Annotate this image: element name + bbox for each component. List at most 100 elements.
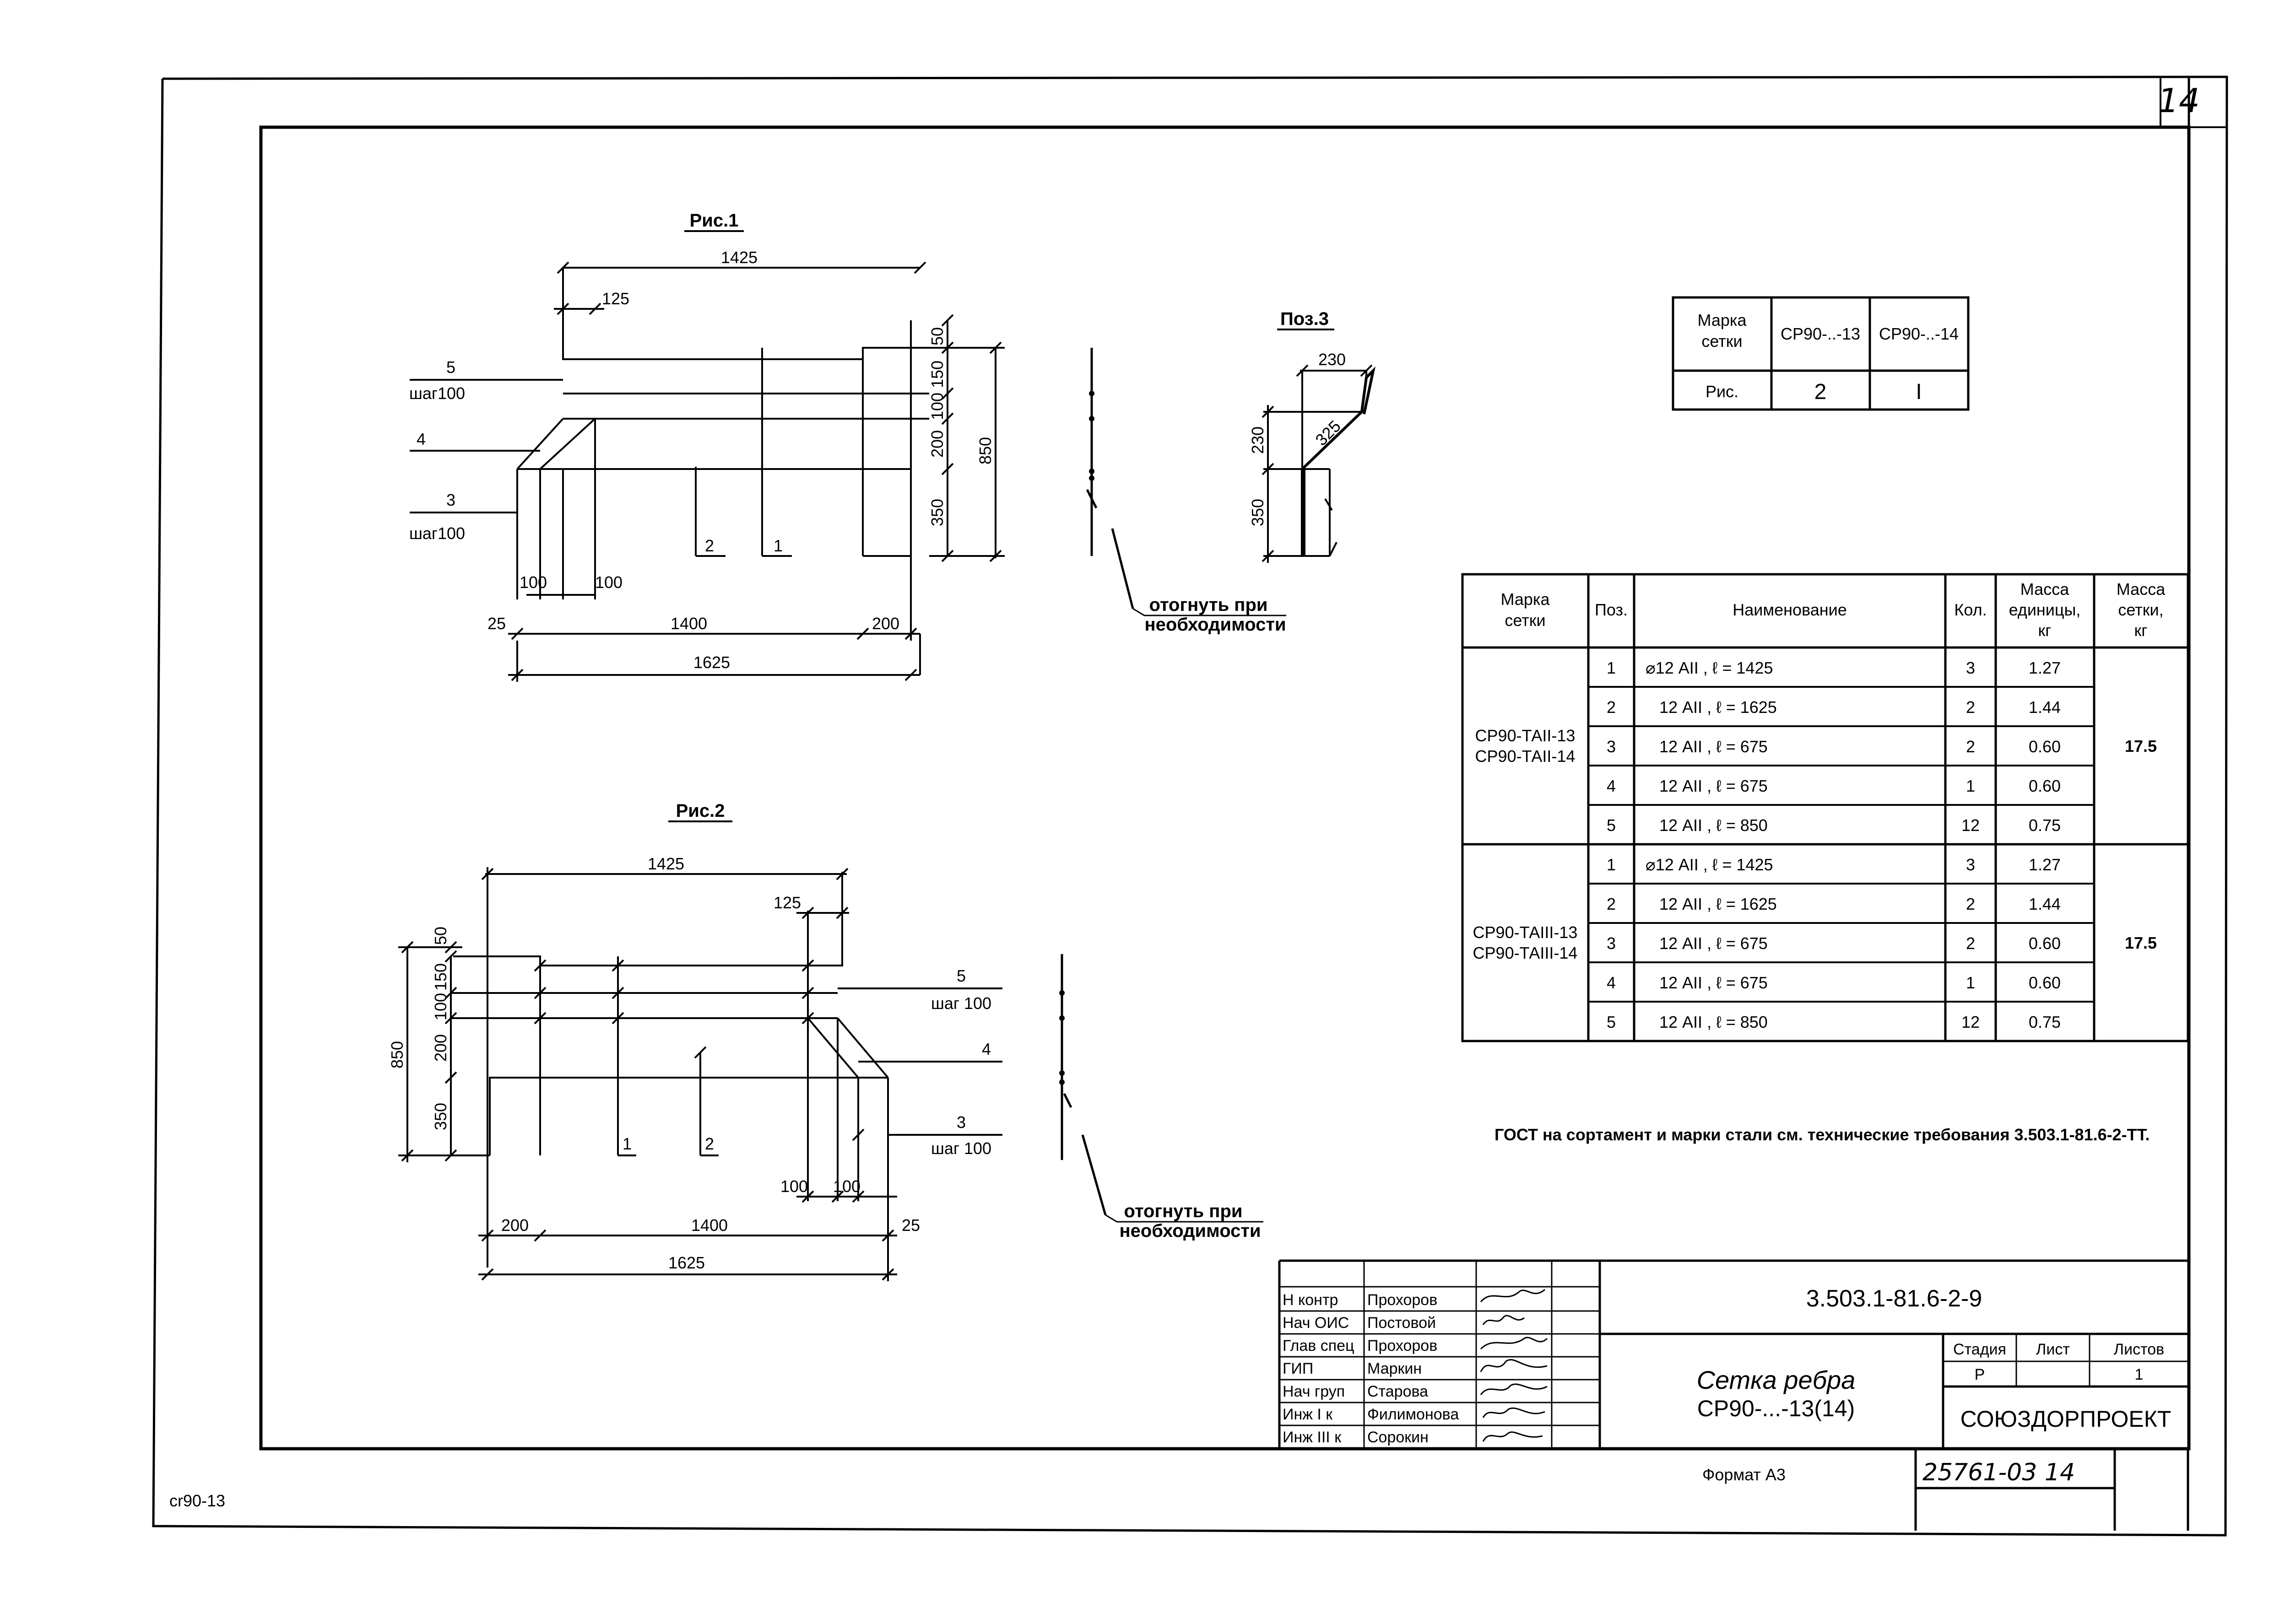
spec-g0-r2-qty: 2 (1966, 737, 1975, 756)
fig1-dim-200b: 200 (872, 614, 899, 633)
fig2-dim-100v: 100 (431, 993, 450, 1020)
tb-name-0: Прохоров (1367, 1291, 1437, 1309)
spec-g1-r1-pos: 2 (1607, 895, 1616, 913)
tb-role-2: Глав спец (1283, 1337, 1354, 1354)
fig2-dim-200b: 200 (501, 1216, 529, 1235)
fig1-dim-1400: 1400 (671, 614, 707, 633)
tb-title-l1: Сетка ребра (1697, 1365, 1856, 1394)
spec-g1-r1-name: 12 АII , ℓ = 1625 (1659, 895, 1777, 913)
tb-name-2: Прохоров (1367, 1337, 1437, 1354)
mark-table-val-14: I (1916, 380, 1922, 404)
tb-sheets-header: Листов (2114, 1341, 2164, 1358)
fig1-dim-1425: 1425 (721, 248, 758, 267)
position-3-detail: Поз.3 (1248, 309, 1376, 563)
gost-note: ГОСТ на сортамент и марки стали см. техн… (1494, 1125, 2150, 1144)
spec-g0-r2-mass: 0.60 (2029, 737, 2061, 756)
spec-g0-r0-qty: 3 (1966, 658, 1975, 677)
fig2-callout-5: 5 (957, 966, 966, 985)
fig1-dim-850: 850 (976, 437, 995, 464)
pos3-dim-230h: 230 (1318, 350, 1346, 369)
spec-g0-r4-mass: 0.75 (2029, 816, 2061, 835)
fig1-step-3: шаг100 (409, 524, 465, 543)
fig1-dim-100v: 100 (928, 393, 947, 420)
fig1-title: Рис.1 (690, 210, 739, 231)
spec-h-unit-l2: единицы, (2009, 600, 2081, 619)
spec-h-mark-l2: сетки (1505, 611, 1545, 630)
mark-table-header-l1: Марка (1698, 311, 1747, 329)
spec-g1-r4-name: 12 АII , ℓ = 850 (1659, 1013, 1768, 1031)
fig2-dim-1400: 1400 (691, 1216, 728, 1235)
fig2-dim-125: 125 (774, 893, 801, 912)
spec-g0-mark-l2: СР90-ТАII-14 (1475, 747, 1576, 766)
fig2-step-5: шаг 100 (931, 994, 991, 1013)
spec-g0-r3-mass: 0.60 (2029, 777, 2061, 795)
spec-g1-r2-mass: 0.60 (2029, 934, 2061, 953)
spec-g0-r3-pos: 4 (1607, 777, 1616, 795)
spec-g1-r3-mass: 0.60 (2029, 973, 2061, 992)
spec-g0-r2-name: 12 АII , ℓ = 675 (1659, 737, 1768, 756)
spec-g0-r0-mass: 1.27 (2029, 658, 2061, 677)
tb-stage-header: Стадия (1953, 1341, 2006, 1358)
spec-h-mark-l1: Марка (1501, 590, 1550, 609)
fig1-dim-1625: 1625 (693, 653, 730, 672)
spec-g1-mark-l1: СР90-ТАIII-13 (1473, 923, 1578, 942)
fig2-title: Рис.2 (676, 801, 725, 821)
spec-table: Марка сетки Поз. Наименование Кол. Масса… (1461, 573, 2189, 1042)
fig2-dim-150: 150 (431, 963, 450, 991)
tb-name-1: Постовой (1367, 1314, 1436, 1332)
tb-role-5: Инж I к (1283, 1406, 1333, 1423)
fig1-dim-350: 350 (928, 499, 947, 526)
tb-name-6: Сорокин (1367, 1429, 1429, 1446)
fig2-dim-350: 350 (431, 1103, 450, 1130)
fig1-callout-2: 2 (705, 536, 714, 555)
fig1-callout-5: 5 (446, 358, 455, 377)
spec-g0-r0-name: ⌀12 АII , ℓ = 1425 (1646, 658, 1773, 677)
spec-g0-r1-pos: 2 (1607, 698, 1616, 717)
spec-g0-total: 17.5 (2125, 737, 2157, 755)
spec-h-total-l2: сетки, (2118, 600, 2163, 619)
fig2-callout-4: 4 (982, 1040, 991, 1058)
spec-g0-r4-pos: 5 (1607, 816, 1616, 835)
tb-role-3: ГИП (1283, 1360, 1313, 1377)
fig2-dim-25: 25 (902, 1216, 920, 1235)
fig1-callout-4: 4 (417, 430, 426, 448)
corner-sheet-number: 14 (2158, 81, 2200, 120)
mark-table-val-13: 2 (1814, 380, 1827, 404)
spec-g1-r4-mass: 0.75 (2029, 1013, 2061, 1031)
spec-g0-r3-name: 12 АII , ℓ = 675 (1659, 777, 1768, 795)
spec-g0-r3-qty: 1 (1966, 777, 1975, 795)
tb-doc-code: 3.503.1-81.6-2-9 (1806, 1285, 1982, 1312)
figure-2: Рис.2 (388, 801, 1002, 1281)
spec-h-qty: Кол. (1954, 600, 1987, 619)
spec-g1-r3-pos: 4 (1607, 973, 1616, 992)
figure-1: Рис.1 (409, 210, 1005, 682)
spec-h-name: Наименование (1733, 600, 1847, 619)
spec-g1-r0-mass: 1.27 (2029, 855, 2061, 874)
spec-h-total-l3: кг (2134, 621, 2148, 640)
tb-stage-value: Р (1975, 1366, 1985, 1383)
fig2-dim-850: 850 (388, 1041, 406, 1068)
fig2-step-3: шаг 100 (931, 1139, 991, 1158)
spec-g0-r0-pos: 1 (1607, 658, 1616, 677)
spec-g0-r4-qty: 12 (1961, 816, 1980, 835)
spec-g0-r4-name: 12 АII , ℓ = 850 (1659, 816, 1768, 835)
tb-name-5: Филимонова (1367, 1406, 1459, 1423)
tb-inventory-number: 25761-03 14 (1922, 1459, 2075, 1486)
side1-note-l1: отогнуть при (1149, 595, 1268, 615)
fig1-dim-100b: 100 (595, 573, 623, 592)
spec-g0-r1-mass: 1.44 (2029, 698, 2061, 717)
side-view-2: отогнуть при необходимости (1059, 954, 1263, 1241)
fig2-dim-200: 200 (431, 1034, 450, 1062)
fig1-dim-50: 50 (928, 327, 947, 345)
spec-g1-r4-qty: 12 (1961, 1013, 1980, 1031)
tb-organization: СОЮЗДОРПРОЕКТ (1960, 1406, 2171, 1432)
spec-g1-r0-name: ⌀12 АII , ℓ = 1425 (1646, 855, 1773, 874)
fig1-step-5: шаг100 (409, 384, 465, 403)
spec-g0-r1-qty: 2 (1966, 698, 1975, 717)
fig2-dim-1625: 1625 (668, 1253, 705, 1272)
tb-title-l2: СР90-...-13(14) (1697, 1396, 1855, 1421)
tb-role-4: Нач груп (1283, 1383, 1345, 1400)
sheet-frame (152, 76, 2228, 1537)
fig2-dim-50: 50 (431, 927, 450, 945)
fig2-dim-100a: 100 (780, 1177, 808, 1196)
